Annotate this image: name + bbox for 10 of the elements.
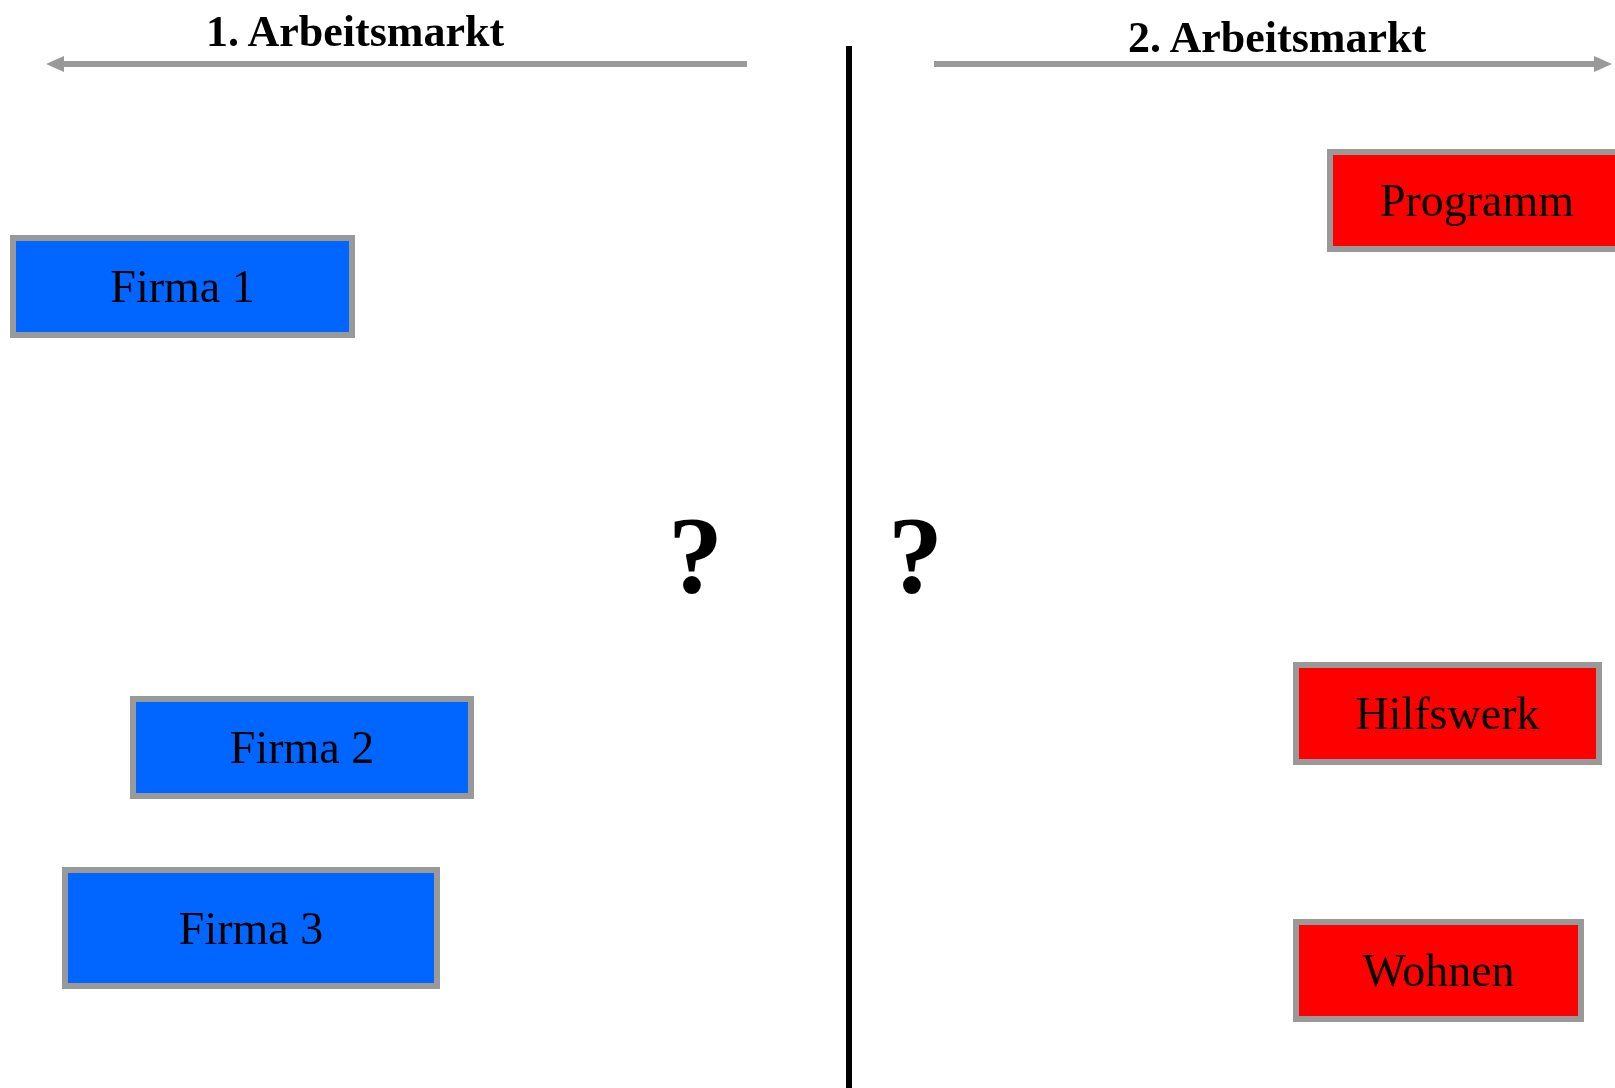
label-box: Firma 2 bbox=[130, 696, 474, 799]
section-heading: 2. Arbeitsmarkt bbox=[1127, 12, 1427, 63]
question-mark: ? bbox=[668, 500, 723, 610]
label-box: Firma 3 bbox=[62, 867, 440, 989]
question-mark: ? bbox=[888, 500, 943, 610]
label-box: Firma 1 bbox=[10, 235, 355, 338]
label-box: Hilfswerk bbox=[1293, 662, 1602, 765]
section-heading: 1. Arbeitsmarkt bbox=[205, 6, 505, 57]
label-box: Programm bbox=[1327, 149, 1615, 252]
label-box: Wohnen bbox=[1293, 919, 1584, 1022]
